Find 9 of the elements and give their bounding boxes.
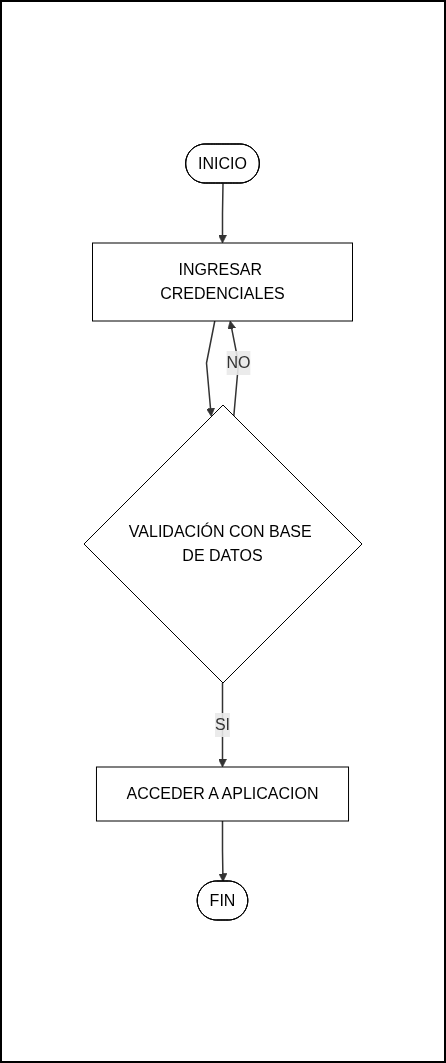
- arrow: [227, 320, 240, 417]
- node-diamond: VALIDACIÓN CON BASE DE DATOS: [83, 404, 363, 683]
- arrow: [218, 182, 227, 243]
- arrow: [218, 819, 228, 882]
- edge-label: NO: [226, 353, 251, 371]
- edge-label: SI: [214, 715, 231, 733]
- node-box: INGRESAR CREDENCIALES: [92, 242, 353, 321]
- node-box: ACCEDER A APLICACION: [95, 766, 350, 821]
- arrow: [205, 319, 216, 417]
